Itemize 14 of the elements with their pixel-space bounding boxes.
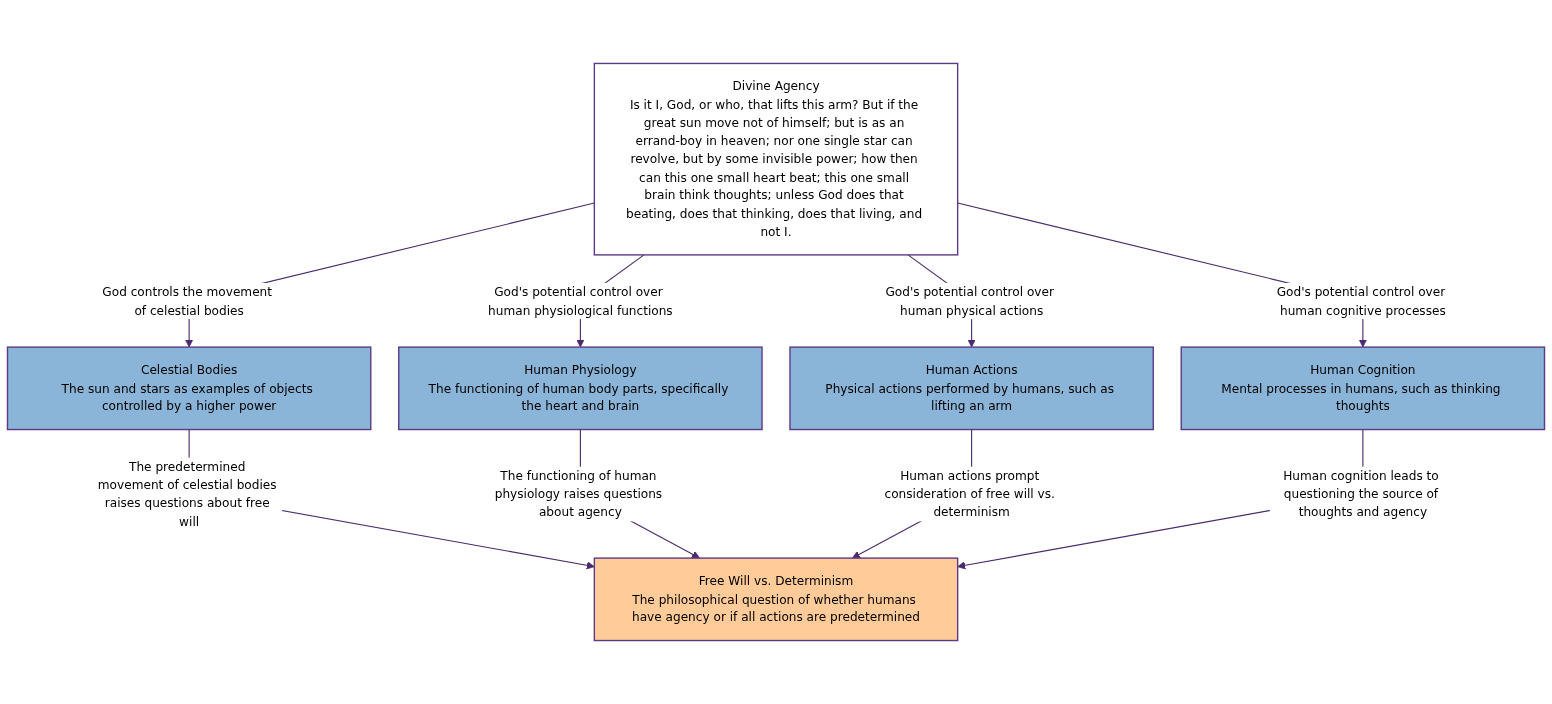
node-box: Human Cognition Mental processes in humans, such as thinking thoughts — [1180, 346, 1546, 431]
edge-label: The functioning of human physiology raises questions about agency — [494, 468, 663, 519]
node-box: Human Physiology The functioning of human body parts, specifically the heart and brain — [398, 346, 763, 431]
edge-label: God's potential control over human physiological functions — [488, 284, 673, 317]
node-box: Divine Agency Is it I, God, or who, that lifts this arm? But if the great sun move not of himself; but is as an errand-boy in heaven; nor one single star can revolve, but by some invisible power; how then can this one small heart beat; this one small brain think thoughts; unless God does that beating, does that thinking, does that living, and not I. — [593, 62, 959, 256]
edge-label: Human cognition leads to questioning the source of thoughts and agency — [1283, 468, 1439, 519]
edge-label: God's potential control over human physical actions — [885, 284, 1054, 317]
edge-label: God's potential control over human cognitive processes — [1276, 284, 1446, 317]
edge-label: The predetermined movement of celestial bodies raises questions about free will — [97, 459, 277, 528]
node-box: Human Actions Physical actions performed by humans, such as lifting an arm — [789, 346, 1154, 431]
node-box: Celestial Bodies The sun and stars as examples of objects controlled by a higher power — [6, 346, 372, 431]
edge-label: Human actions prompt consideration of free will vs. determinism — [884, 468, 1055, 519]
node-box: Free Will vs. Determinism The philosophical question of whether humans have agency or if all actions are predetermined — [593, 557, 959, 642]
edge-label: God controls the movement of celestial bodies — [102, 284, 273, 317]
